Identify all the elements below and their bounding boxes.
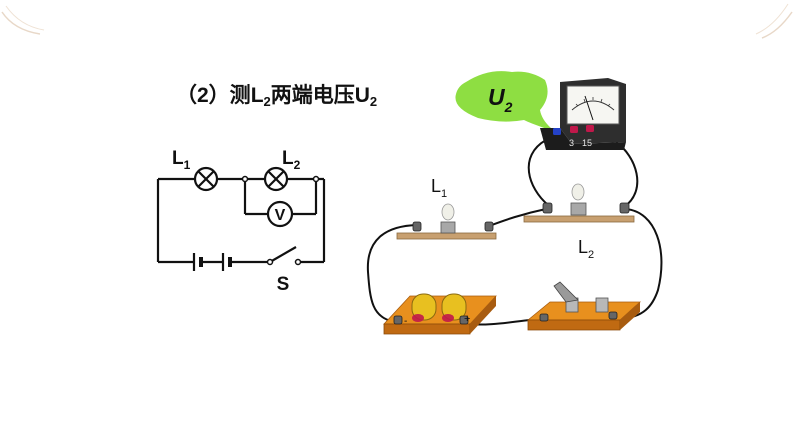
binding-post [608, 311, 618, 320]
binding-post [484, 221, 494, 232]
physical-label-l2: L2 [578, 237, 594, 261]
title-l-sub: 2 [263, 94, 271, 109]
battery-cell-icon [441, 293, 467, 321]
voltmeter-needle [584, 95, 594, 121]
binding-post [539, 313, 549, 322]
title-prefix: （2）测 [176, 84, 251, 107]
terminal-label-3: 3 [569, 138, 574, 148]
lamp-board-l1 [396, 203, 497, 240]
title-u-sub: 2 [369, 94, 378, 109]
lamp-board-l2 [523, 183, 635, 223]
schematic-switch-label: S [277, 274, 290, 295]
voltmeter-device: 3 15 [540, 78, 626, 150]
schematic-lamp-l1-icon [193, 166, 219, 192]
voltmeter-symbol: V [275, 207, 286, 224]
title-middle: 两端电压 [270, 84, 355, 107]
knife-switch [526, 281, 642, 331]
binding-post [412, 221, 422, 232]
schematic-voltmeter-icon [266, 200, 294, 228]
terminal-negative-blue [553, 128, 561, 135]
schematic-lamp-l2-icon [263, 166, 289, 192]
bulb-l1-icon [441, 203, 455, 221]
schematic-switch-contact [294, 258, 302, 266]
page-title: （2）测L2两端电压U2 [176, 79, 377, 109]
title-u-letter: U [354, 84, 370, 107]
corner-swoosh-right-2 [755, 3, 789, 35]
voltmeter-dial [566, 85, 620, 125]
schematic-label-l2: L2 [282, 148, 301, 172]
schematic-switch-pivot [266, 258, 274, 266]
junction-dot [312, 175, 320, 183]
corner-swoosh-left-2 [5, 5, 45, 31]
battery-plus-sign: + [464, 313, 470, 325]
corner-swoosh-left [1, 11, 41, 35]
bubble-label: U2 [488, 84, 513, 115]
binding-post [393, 315, 403, 325]
terminal-3-red [570, 126, 578, 133]
title-l-letter: L [250, 84, 264, 107]
terminal-15-red [586, 125, 594, 132]
physical-label-l1: L1 [431, 176, 447, 200]
circuit-schematic [156, 177, 326, 264]
schematic-battery [192, 253, 232, 271]
binding-post [542, 202, 553, 214]
switch-blade [553, 281, 579, 303]
junction-dot [241, 175, 249, 183]
bulb-l2-icon [571, 183, 585, 201]
battery-minus-sign: - [404, 316, 407, 327]
speech-bubble [455, 71, 556, 132]
battery-cell-icon [411, 293, 437, 321]
schematic-label-l1: L1 [172, 148, 191, 172]
binding-post [459, 315, 469, 325]
battery-holder: - + [383, 293, 497, 335]
terminal-label-15: 15 [582, 138, 592, 148]
binding-post [619, 202, 630, 214]
corner-swoosh-right [761, 11, 793, 39]
